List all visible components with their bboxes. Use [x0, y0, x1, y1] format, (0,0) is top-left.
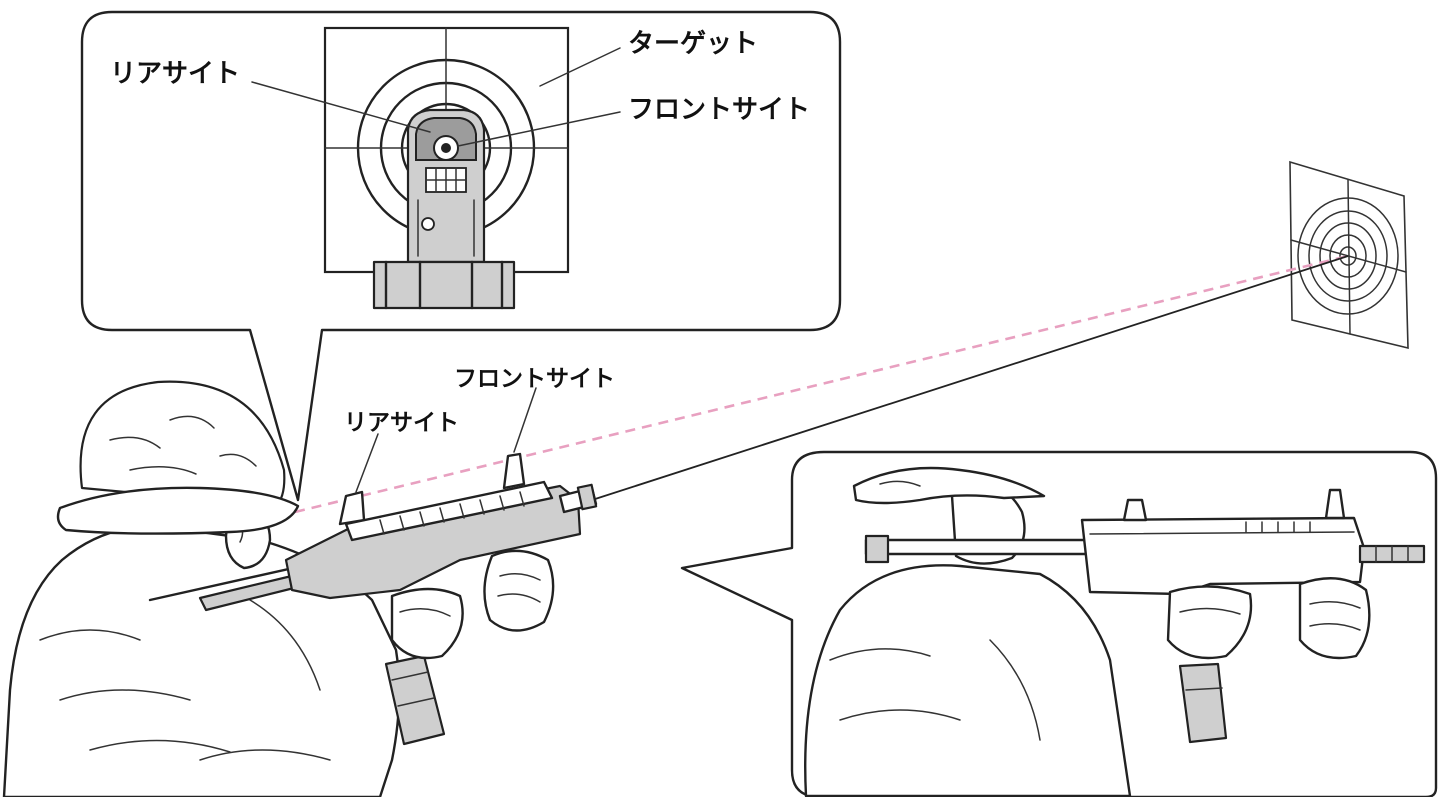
inset-label-rear-sight: リアサイト — [110, 59, 240, 89]
side-view-rifle — [864, 488, 1426, 744]
leader-rear-sight — [251, 81, 431, 133]
inset-label-target: ターゲット — [628, 29, 758, 59]
distant-target — [1289, 160, 1409, 350]
main-leader-rear-sight — [355, 433, 379, 493]
rail-teeth — [379, 491, 525, 535]
leader-target — [539, 47, 621, 87]
shooter-figure — [2, 380, 401, 799]
sight-picture-callout: リアサイト ターゲット フロントサイト — [80, 10, 842, 502]
main-label-front-sight: フロントサイト — [454, 366, 615, 392]
side-view-shooter — [804, 466, 1132, 798]
leader-front-sight — [457, 111, 621, 147]
side-rail-teeth — [1245, 521, 1311, 533]
main-leader-front-sight — [513, 387, 537, 453]
inset-label-front-sight: フロントサイト — [628, 95, 810, 125]
main-label-rear-sight: リアサイト — [344, 410, 459, 436]
main-rifle — [284, 452, 598, 746]
bore-line — [591, 255, 1349, 501]
side-view-callout — [680, 450, 1438, 799]
inset-receiver — [372, 260, 516, 310]
inset-rear-sight — [406, 108, 486, 264]
